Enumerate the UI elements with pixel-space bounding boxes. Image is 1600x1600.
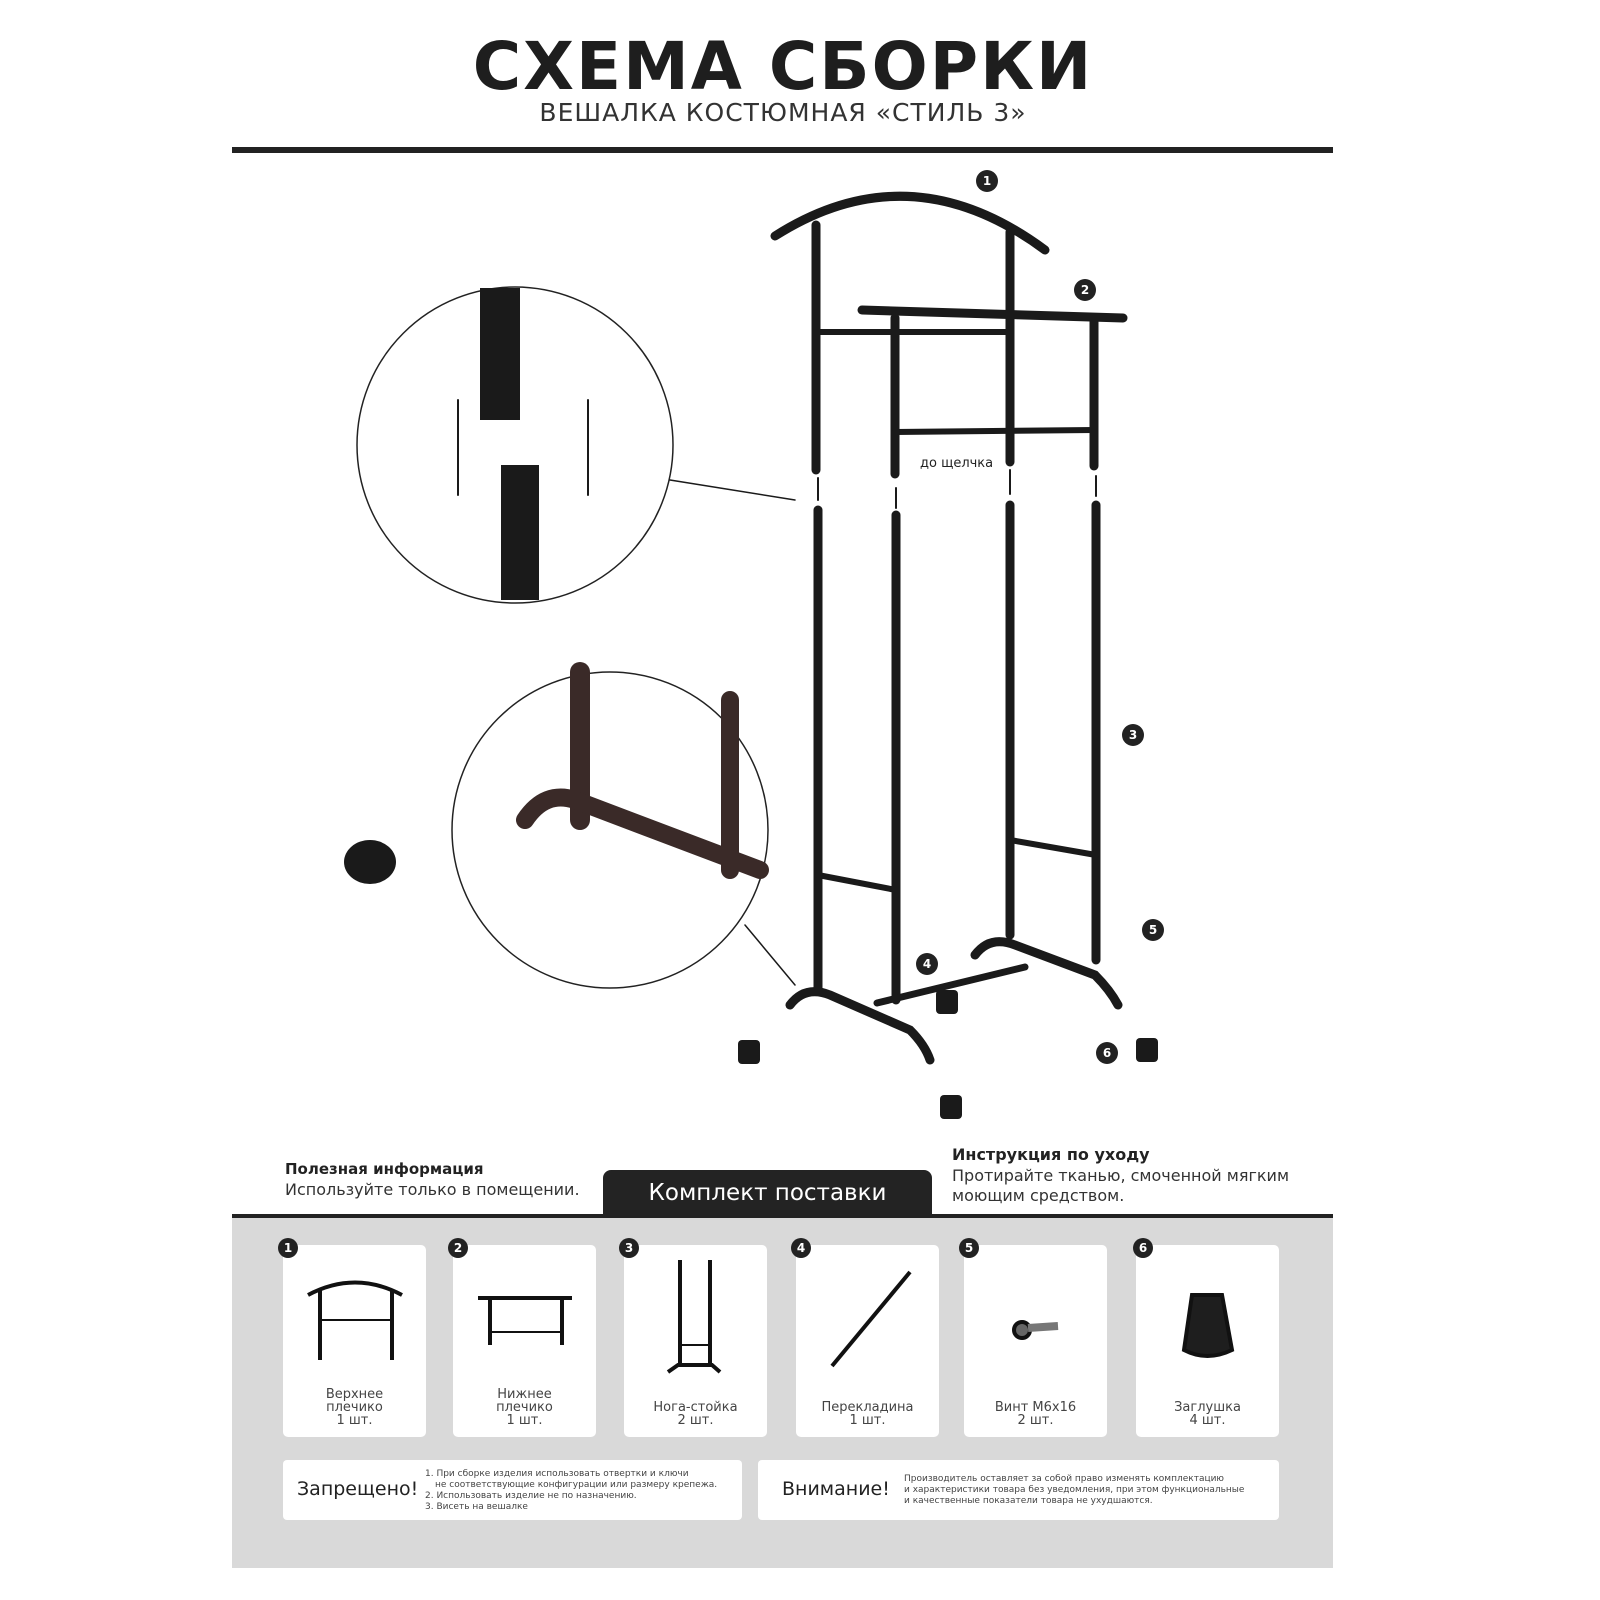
kit-divider bbox=[232, 1214, 1333, 1218]
kit-item-number-badge: 5 bbox=[959, 1238, 979, 1258]
useful-info-heading: Полезная информация bbox=[285, 1160, 484, 1178]
assembly-diagram: до щелчка 1 2 3 4 5 6 bbox=[344, 170, 1164, 1119]
kit-item-3-icon bbox=[666, 1260, 722, 1374]
detail-circle-bottom bbox=[451, 671, 769, 989]
header-divider bbox=[232, 147, 1333, 153]
kit-item-number-badge: 4 bbox=[791, 1238, 811, 1258]
svg-text:5: 5 bbox=[1149, 923, 1157, 937]
kit-item-6-icon bbox=[1181, 1293, 1235, 1358]
attention-heading: Внимание! bbox=[782, 1478, 890, 1500]
svg-text:4: 4 bbox=[923, 957, 931, 971]
click-label: до щелчка bbox=[920, 456, 993, 471]
kit-item-number-badge: 3 bbox=[619, 1238, 639, 1258]
top-shoulder bbox=[770, 191, 1050, 255]
crossbar bbox=[873, 963, 1029, 1007]
kit-item-number-badge: 2 bbox=[448, 1238, 468, 1258]
screwdriver-icon bbox=[344, 840, 396, 884]
kit-tab: Комплект поставки bbox=[603, 1170, 932, 1216]
page-title: СХЕМА СБОРКИ bbox=[472, 28, 1094, 105]
svg-text:2: 2 bbox=[1081, 283, 1089, 297]
lower-shoulder bbox=[857, 305, 1128, 323]
care-text-1: Протирайте тканью, смоченной мягким bbox=[952, 1166, 1290, 1185]
svg-text:1: 1 bbox=[983, 174, 991, 188]
svg-text:3: 3 bbox=[1129, 728, 1137, 742]
kit-item-5-icon bbox=[1012, 1320, 1059, 1340]
detail-circle-top bbox=[356, 286, 674, 604]
page-subtitle: ВЕШАЛКА КОСТЮМНАЯ «СТИЛЬ 3» bbox=[539, 98, 1027, 127]
forbidden-heading: Запрещено! bbox=[297, 1478, 419, 1500]
care-heading: Инструкция по уходу bbox=[952, 1145, 1150, 1164]
end-caps bbox=[344, 840, 1158, 1119]
kit-item-1-icon bbox=[307, 1280, 403, 1360]
useful-info-text: Используйте только в помещении. bbox=[285, 1180, 580, 1199]
kit-item-number-badge: 1 bbox=[278, 1238, 298, 1258]
kit-item-number-badge: 6 bbox=[1133, 1238, 1153, 1258]
kit-item-2-icon bbox=[478, 1296, 572, 1345]
forbidden-note: Запрещено! 1. При сборке изделия использ… bbox=[283, 1460, 742, 1520]
kit-item-4-icon bbox=[830, 1270, 912, 1368]
svg-text:6: 6 bbox=[1103, 1046, 1111, 1060]
care-text-2: моющим средством. bbox=[952, 1186, 1125, 1205]
attention-note: Внимание! Производитель оставляет за соб… bbox=[758, 1460, 1279, 1520]
